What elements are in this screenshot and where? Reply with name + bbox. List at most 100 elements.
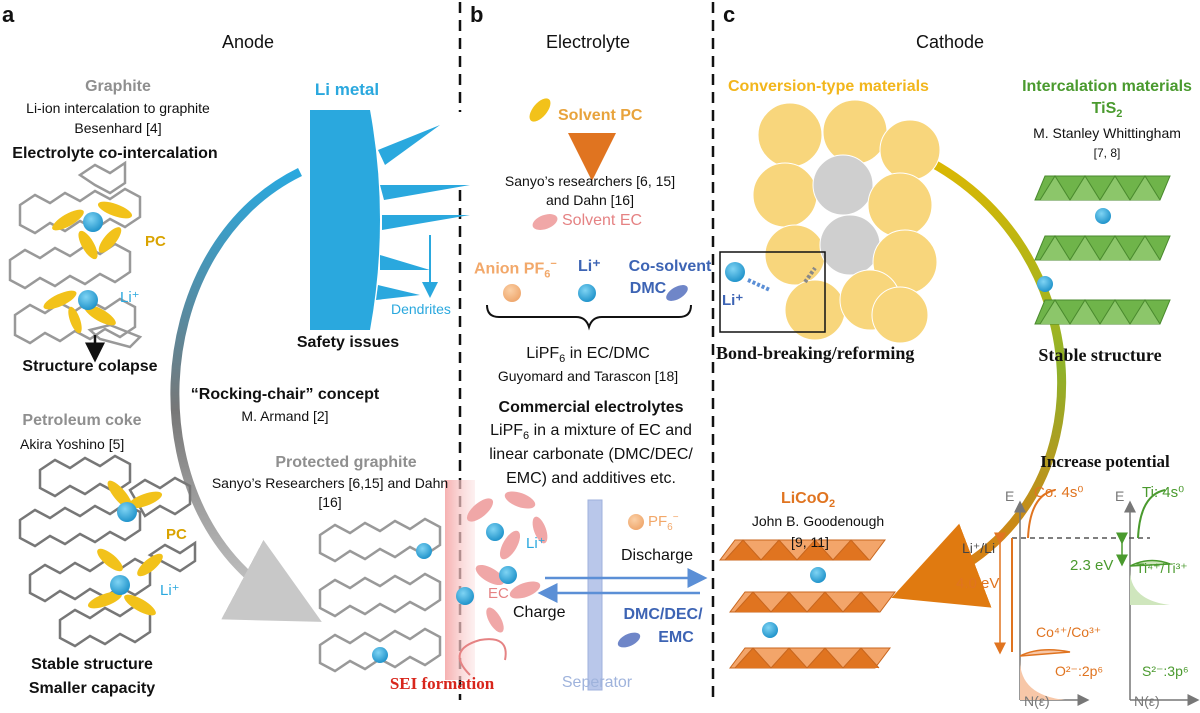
- sanyo-electrolyte-line1: Sanyo’s researchers [6, 15]: [504, 173, 676, 189]
- pc-molecules-icon: [43, 201, 133, 334]
- li-metal-label: Li metal: [314, 80, 380, 99]
- panel-label-a: a: [2, 2, 15, 27]
- yoshino-label: Akira Yoshino [5]: [20, 436, 125, 452]
- li-ion-icon: [1037, 276, 1053, 292]
- increase-potential-label: Increase potential: [1040, 452, 1170, 471]
- li-plus-label: Li⁺: [578, 258, 601, 275]
- s3p-label: S²⁻:3p⁶: [1142, 663, 1189, 679]
- pc-label: PC: [166, 526, 187, 543]
- cointercalation-label: Electrolyte co-intercalation: [12, 145, 218, 162]
- energy-axis-right: E: [1115, 488, 1125, 504]
- li-ion-icon: [117, 502, 137, 522]
- li-ion-icon: [810, 567, 826, 583]
- mixture-line3: EMC) and additives etc.: [506, 470, 676, 487]
- dmc-label: DMC: [629, 280, 667, 297]
- armand-label: M. Armand [2]: [241, 408, 329, 424]
- guyomard-label: Guyomard and Tarascon [18]: [497, 368, 679, 384]
- stable-structure-label: Stable structure: [31, 656, 153, 673]
- dmc-dec-label: DMC/DEC/: [623, 606, 703, 623]
- li-ion-icon: [110, 575, 130, 595]
- sei-curl-icon: [458, 638, 507, 676]
- electrolyte-header: Electrolyte: [545, 32, 631, 52]
- graphite-line2: Besenhard [4]: [74, 120, 162, 136]
- separator-label: Seperator: [561, 674, 633, 691]
- dendrites-label: Dendrites: [391, 301, 451, 317]
- rocking-chair-label: “Rocking-chair” concept: [190, 386, 380, 403]
- mixture-line1: LiPF6 in a mixture of EC and: [490, 422, 692, 443]
- sanyo-electrolyte-line2: and Dahn [16]: [546, 192, 634, 208]
- ev23-label: 2.3 eV: [1070, 557, 1114, 574]
- discharge-label: Discharge: [621, 547, 694, 564]
- conversion-materials-label: Conversion-type materials: [728, 78, 929, 95]
- li-ion-icon: [725, 262, 745, 282]
- petroleum-coke-icon: [18, 454, 197, 648]
- cosolvent-dmc-icon: [666, 285, 688, 301]
- li-plus-label: Li⁺: [722, 292, 744, 309]
- pf6-label: PF6−: [648, 512, 679, 533]
- anion-pf6-icon: [503, 284, 521, 302]
- ec-label: EC: [488, 585, 509, 602]
- pf6-anion-icon: [628, 514, 644, 530]
- separator-icon: [587, 499, 603, 691]
- petroleum-coke-label: Petroleum coke: [22, 412, 142, 429]
- dendrites-icon: [376, 125, 470, 300]
- graphite-line1: Li-ion intercalation to graphite: [26, 100, 210, 116]
- pc-label: PC: [145, 233, 166, 250]
- li-ion-icon: [78, 290, 98, 310]
- emc-label: EMC: [658, 629, 694, 646]
- li-metal-icon: [310, 110, 380, 330]
- ev40-label: 4.0 eV: [956, 575, 1000, 592]
- mixture-line2: linear carbonate (DMC/DEC/: [489, 446, 693, 463]
- whittingham-ref: [7, 8]: [1093, 146, 1121, 160]
- sanyo-anode-line1: Sanyo’s Researchers [6,15] and Dahn: [211, 475, 449, 491]
- tis2-layers-icon: [1034, 175, 1171, 325]
- co-4s-label: Co: 4s⁰: [1034, 484, 1084, 501]
- goodenough-ref: [9, 11]: [791, 534, 829, 550]
- panel-label-b: b: [470, 2, 484, 27]
- li-ion-label: Li⁺: [526, 535, 546, 552]
- li-ion-icon: [416, 543, 432, 559]
- li-ion-icon: [456, 587, 474, 605]
- safety-issues-label: Safety issues: [296, 334, 400, 351]
- goodenough-label: John B. Goodenough: [751, 513, 885, 529]
- o2p-label: O²⁻:2p⁶: [1055, 663, 1104, 679]
- sanyo-anode-line2: [16]: [318, 494, 342, 510]
- dos-axis-left: N(ε): [1024, 693, 1050, 709]
- solvent-ec-icon: [532, 214, 558, 230]
- protected-graphite-icon: [318, 517, 442, 673]
- anion-pf6-label: Anion PF6−: [474, 258, 557, 281]
- licoo2-layers-icon: [719, 539, 896, 669]
- commercial-electrolytes-label: Commercial electrolytes: [498, 399, 684, 416]
- rocking-chair-arc: [170, 167, 322, 622]
- ti-4s-label: Ti: 4s⁰: [1142, 484, 1185, 501]
- whittingham-label: M. Stanley Whittingham: [1033, 125, 1181, 141]
- solvent-ec-label: Solvent EC: [562, 212, 643, 229]
- sei-formation-label: SEI formation: [389, 674, 495, 693]
- band-diagram: [994, 489, 1200, 706]
- bond-icon: [747, 278, 771, 292]
- solvent-pc-icon: [529, 98, 551, 122]
- bond-breaking-label: Bond-breaking/reforming: [716, 343, 915, 363]
- anode-header: Anode: [221, 32, 275, 52]
- li-ion-icon: [372, 647, 388, 663]
- li-ion-icon: [762, 622, 778, 638]
- co43-label: Co⁴⁺/Co³⁺: [1036, 624, 1102, 640]
- cosolvent-label: Co-solvent: [628, 258, 712, 275]
- li-ion-icon: [486, 523, 504, 541]
- li-li-label: Li⁺/Li: [962, 540, 996, 556]
- zoom-box: [719, 251, 826, 333]
- ec-molecules-icon: [466, 491, 548, 633]
- smaller-capacity-label: Smaller capacity: [28, 680, 156, 697]
- protected-graphite-label: Protected graphite: [275, 454, 417, 471]
- lipf6-ec-dmc-label: LiPF6 in EC/DMC: [526, 345, 650, 366]
- pc-molecules-icon: [87, 480, 163, 616]
- li-ion-icon: [499, 566, 517, 584]
- dos-axis-right: N(ε): [1134, 693, 1160, 709]
- panel-label-c: c: [723, 2, 736, 27]
- solvent-pc-label: Solvent PC: [558, 107, 643, 124]
- conversion-particles-icon: [752, 99, 941, 344]
- li-label: Li⁺: [160, 582, 180, 599]
- tis2-label: TiS2: [1091, 100, 1123, 121]
- bond-icon: [803, 266, 817, 284]
